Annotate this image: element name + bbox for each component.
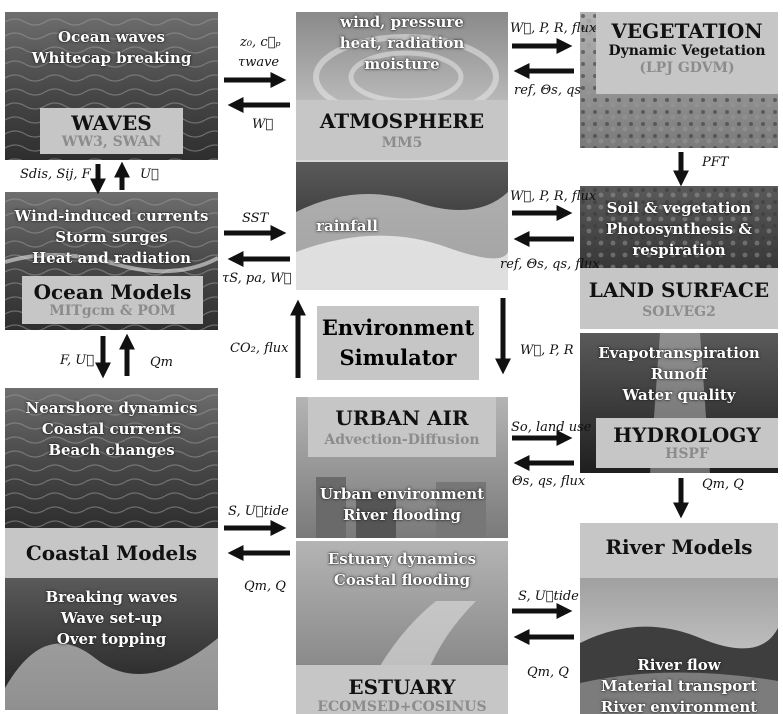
vegetation-title: VEGETATION: [611, 19, 763, 43]
ocean-title: Ocean Models: [33, 280, 192, 304]
environment-simulator-line: Simulator: [339, 345, 457, 370]
waves-label: WAVES WW3, SWAN: [40, 108, 183, 154]
flux-label: W⃗, P, R, flux: [510, 189, 597, 204]
hydrology-line: Runoff: [650, 365, 708, 383]
waves-title: WAVES: [71, 111, 152, 135]
flux-label: U⃗: [140, 167, 159, 182]
vegetation-label: VEGETATION Dynamic Vegetation (LPJ GDVM): [596, 12, 778, 94]
coastal-line: Wave set-up: [60, 609, 163, 627]
flux-label: W⃗: [252, 117, 274, 132]
flux-label: ref, Θs, qs: [514, 83, 582, 98]
urban-air-tile: URBAN AIR Advection-Diffusion Urban envi…: [296, 397, 508, 538]
coastal-label: Coastal Models: [5, 528, 218, 578]
flux-label: SST: [242, 211, 269, 226]
atmosphere-line: moisture: [364, 55, 440, 73]
environment-simulator-box: Environment Simulator: [317, 306, 479, 380]
land-line: respiration: [632, 241, 726, 259]
flux-label: Qm, Q: [527, 665, 569, 680]
land-line: Soil & vegetation: [606, 199, 752, 217]
estuary-subtitle: ECOMSED+COSINUS: [317, 699, 487, 714]
flux-label: Sdis, Sij, F: [20, 167, 91, 182]
ocean-label: Ocean Models MITgcm & POM: [22, 276, 203, 324]
flux-label: τwave: [238, 55, 280, 70]
urban-air-label: URBAN AIR Advection-Diffusion: [308, 397, 496, 457]
vegetation-subtitle: (LPJ GDVM): [639, 60, 735, 76]
ocean-subtitle: MITgcm & POM: [49, 303, 176, 319]
estuary-tile: Estuary dynamics Coastal flooding ESTUAR…: [296, 541, 508, 714]
rainfall-label: rainfall: [316, 217, 378, 235]
vegetation-tile: VEGETATION Dynamic Vegetation (LPJ GDVM): [580, 12, 778, 148]
flux-label: τS, pa, W⃗: [222, 271, 292, 286]
ocean-line: Storm surges: [55, 228, 168, 246]
waves-subtitle: WW3, SWAN: [61, 134, 162, 150]
flux-label: S, U⃗tide: [228, 504, 289, 519]
urban-line: Urban environment: [319, 485, 485, 503]
waves-line: Whitecap breaking: [31, 49, 192, 67]
land-line: Photosynthesis &: [606, 220, 752, 238]
coastal-line: Beach changes: [48, 441, 175, 459]
urban-line: River flooding: [342, 506, 462, 524]
waves-line: Ocean waves: [58, 28, 165, 46]
atmosphere-line: wind, pressure: [340, 13, 464, 31]
coastal-photo: [5, 388, 218, 710]
estuary-line: Estuary dynamics: [327, 550, 477, 568]
coastal-line: Nearshore dynamics: [25, 399, 198, 417]
river-title: River Models: [605, 535, 753, 559]
flux-label: ref, Θs, qs, flux: [500, 257, 600, 272]
flux-label: F, U⃗: [60, 353, 95, 368]
hydrology-tile: Evapotranspiration Runoff Water quality …: [580, 333, 778, 473]
flux-label: Θs, qs, flux: [512, 474, 586, 489]
flux-label: Qm: [150, 355, 173, 370]
environment-simulator-line: Environment: [321, 315, 475, 340]
estuary-line: Coastal flooding: [333, 571, 471, 589]
atmosphere-tile: wind, pressure heat, radiation moisture …: [296, 12, 508, 290]
coastal-line: Coastal currents: [41, 420, 182, 438]
hydrology-title: HYDROLOGY: [613, 423, 761, 447]
river-line: River flow: [637, 656, 721, 674]
river-line: Material transport: [600, 677, 758, 695]
river-label: River Models: [580, 523, 778, 578]
hydrology-label: HYDROLOGY HSPF: [596, 418, 778, 468]
ocean-tile: Wind-induced currents Storm surges Heat …: [5, 192, 218, 330]
hydrology-subtitle: HSPF: [665, 446, 709, 462]
river-line: River environment: [600, 698, 758, 714]
vegetation-line: Dynamic Vegetation: [608, 43, 766, 59]
coastal-line: Over topping: [56, 630, 167, 648]
hydrology-line: Evapotranspiration: [598, 344, 760, 362]
land-surface-label: LAND SURFACE SOLVEG2: [580, 268, 778, 329]
flux-label: Qm, Q: [702, 477, 744, 492]
coastal-line: Breaking waves: [45, 588, 178, 606]
atmosphere-label: ATMOSPHERE MM5: [296, 100, 508, 160]
atmosphere-title: ATMOSPHERE: [319, 109, 485, 133]
urban-air-title: URBAN AIR: [335, 406, 469, 430]
waves-tile: Ocean waves Whitecap breaking WAVES WW3,…: [5, 12, 218, 160]
estuary-label: ESTUARY ECOMSED+COSINUS: [296, 665, 508, 714]
land-surface-tile: Soil & vegetation Photosynthesis & respi…: [580, 186, 778, 329]
atmosphere-line: heat, radiation: [339, 34, 465, 52]
river-tile: River Models River flow Material transpo…: [580, 523, 778, 714]
coastal-title: Coastal Models: [25, 541, 198, 565]
flux-label: CO₂, flux: [230, 341, 289, 356]
flux-label: z₀, c⃗ₚ: [240, 35, 281, 50]
flux-label: S, U⃗tide: [518, 589, 579, 604]
flux-label: W⃗, P, R, flux: [510, 21, 597, 36]
coastal-tile: Nearshore dynamics Coastal currents Beac…: [5, 388, 218, 710]
hydrology-line: Water quality: [622, 386, 736, 404]
ocean-line: Wind-induced currents: [14, 207, 209, 225]
atmosphere-subtitle: MM5: [381, 135, 423, 151]
flux-label: W⃗, P, R: [520, 343, 574, 358]
flux-label: Qm, Q: [244, 579, 286, 594]
flux-label: So, land use: [511, 420, 592, 435]
urban-air-subtitle: Advection-Diffusion: [324, 432, 480, 448]
land-surface-title: LAND SURFACE: [588, 278, 770, 302]
estuary-title: ESTUARY: [348, 675, 456, 699]
flux-label: PFT: [702, 155, 729, 170]
land-surface-subtitle: SOLVEG2: [642, 304, 716, 320]
ocean-line: Heat and radiation: [32, 249, 191, 267]
